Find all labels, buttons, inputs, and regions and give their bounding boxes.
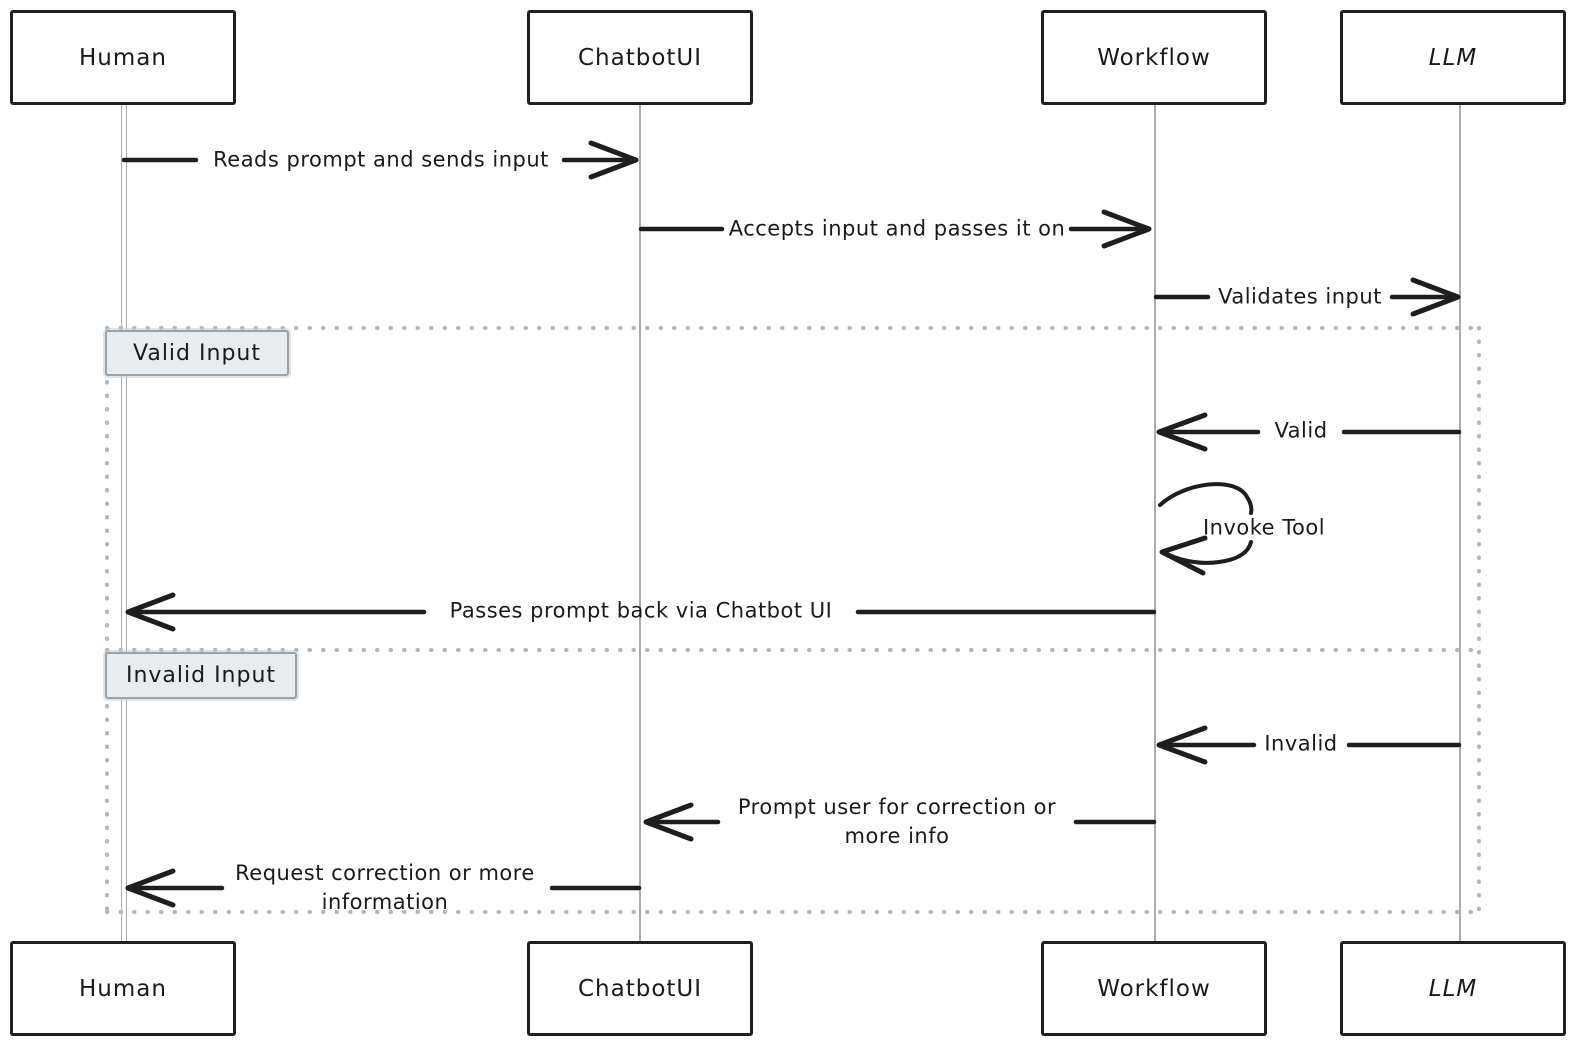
section-label-text: Invalid Input: [125, 663, 277, 688]
actor-label: LLM: [1428, 975, 1478, 1002]
lifeline-workflow: [1154, 105, 1156, 943]
actor-label: Workflow: [1097, 975, 1211, 1002]
lifeline-human: [121, 105, 127, 943]
actor-label: ChatbotUI: [577, 975, 703, 1002]
actor-bottom-workflow: Workflow: [1041, 941, 1267, 1036]
message-label-request-correction: Request correction or more information: [235, 861, 535, 914]
actor-label: ChatbotUI: [577, 44, 703, 71]
arrow-passes-prompt-back: [125, 592, 1157, 632]
actor-top-llm: LLM: [1340, 10, 1566, 105]
arrow-invalid: [1156, 725, 1462, 765]
message-label-reads-prompt: Reads prompt and sends input: [213, 147, 549, 172]
actor-label: LLM: [1428, 44, 1478, 71]
arrow-validates-input: [1153, 277, 1461, 317]
actor-label: Workflow: [1097, 44, 1211, 71]
alt-frame: [105, 326, 1481, 914]
actor-bottom-chatbotui: ChatbotUI: [527, 941, 753, 1036]
message-label-accepts-input: Accepts input and passes it on: [728, 216, 1066, 241]
message-label-valid: Valid: [1274, 418, 1328, 443]
arrow-reads-prompt: [121, 140, 639, 180]
arrow-invoke-tool-loop: [1158, 482, 1254, 576]
message-label-passes-prompt-back: Passes prompt back via Chatbot UI: [449, 598, 833, 623]
arrow-prompt-user-correction: [643, 802, 1157, 842]
actor-top-workflow: Workflow: [1041, 10, 1267, 105]
arrow-accepts-input: [638, 209, 1152, 249]
message-label-prompt-user-correction: Prompt user for correction or more info: [737, 795, 1057, 848]
message-label-invalid: Invalid: [1264, 731, 1338, 756]
section-label-invalid-input: Invalid Input: [105, 652, 297, 699]
arrow-request-correction: [125, 868, 642, 908]
lifeline-llm: [1459, 105, 1461, 943]
arrow-valid: [1156, 412, 1462, 452]
actor-bottom-human: Human: [10, 941, 236, 1036]
section-label-text: Valid Input: [133, 340, 261, 366]
message-label-invoke-tool: Invoke Tool: [1202, 515, 1326, 540]
section-label-valid-input: Valid Input: [105, 330, 289, 376]
actor-top-human: Human: [10, 10, 236, 105]
message-label-validates-input: Validates input: [1218, 284, 1382, 309]
actor-label: Human: [79, 44, 167, 71]
actor-bottom-llm: LLM: [1340, 941, 1566, 1036]
actor-top-chatbotui: ChatbotUI: [527, 10, 753, 105]
actor-label: Human: [79, 975, 167, 1002]
lifeline-chatbotui: [639, 105, 641, 943]
